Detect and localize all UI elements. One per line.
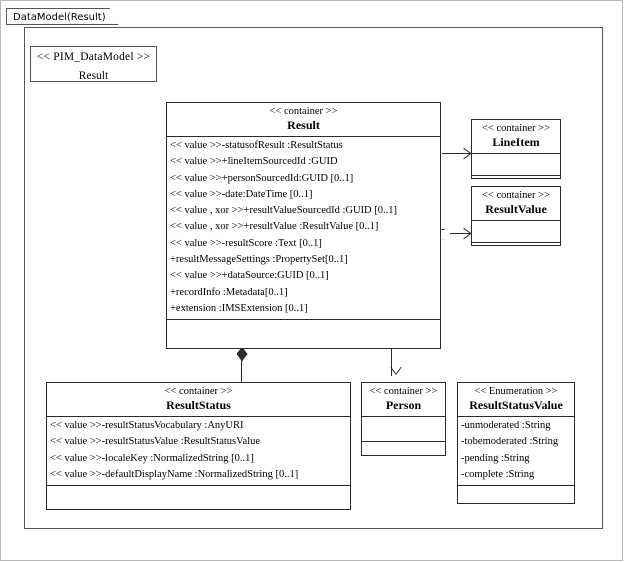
class-stereotype: << container >> [369, 386, 438, 397]
class-name: Person [385, 398, 422, 412]
class-name: ResultStatus [166, 398, 231, 412]
operation-compartment-resultstatusvalue [458, 486, 574, 506]
class-box-resultvalue[interactable]: << container >> ResultValue [471, 186, 561, 246]
connector-result-person-line [391, 349, 392, 376]
attribute-row: -pending :String [461, 452, 530, 464]
class-box-person[interactable]: << container >> Person [361, 382, 446, 456]
attribute-compartment-person [362, 417, 445, 442]
attribute-compartment-resultvalue [472, 221, 560, 243]
attribute-row: << value >>-resultScore :Text [0..1] [170, 237, 322, 249]
operation-compartment-result [167, 320, 440, 344]
package-header[interactable]: << PIM_DataModel >> Result [30, 46, 157, 82]
class-header-result: << container >> Result [167, 103, 440, 137]
class-box-resultstatusvalue[interactable]: << Enumeration >> ResultStatusValue -unm… [457, 382, 575, 504]
class-name: ResultValue [485, 202, 547, 216]
class-box-result[interactable]: << container >> Result << value >>-statu… [166, 102, 441, 349]
class-name: LineItem [492, 135, 540, 149]
operation-compartment-resultvalue [472, 243, 560, 261]
class-header-person: << container >> Person [362, 383, 445, 417]
attribute-row: << value >>+dataSource:GUID [0..1] [170, 270, 329, 282]
connector-result-lineitem-arrowhead [462, 147, 472, 160]
connector-result-resultvalue-line [449, 233, 470, 234]
attribute-compartment-lineitem [472, 154, 560, 176]
package-name: Result [78, 70, 109, 82]
connector-result-person-arrowhead [387, 366, 402, 379]
attribute-row: << value >>-resultStatusValue :ResultSta… [50, 436, 261, 448]
attribute-row: << value >>+lineItemSourcedId :GUID [170, 156, 338, 168]
class-header-resultstatus: << container >> ResultStatus [47, 383, 350, 417]
attribute-row: << value >>-localeKey :NormalizedString … [50, 452, 254, 464]
attribute-compartment-result: << value >>-statusofResult :ResultStatus… [167, 137, 440, 321]
attribute-row: << value >>-statusofResult :ResultStatus [170, 140, 343, 151]
connector-result-lineitem-line [442, 153, 470, 154]
connector-result-resultstatus-line [241, 358, 242, 382]
attribute-row: << value >>-resultStatusVocabulary :AnyU… [50, 420, 244, 431]
attribute-row: << value , xor >>+resultValue :ResultVal… [170, 221, 379, 233]
operation-compartment-resultstatus [47, 486, 350, 510]
attribute-row: << value >>-defaultDisplayName :Normaliz… [50, 468, 299, 480]
class-header-lineitem: << container >> LineItem [472, 120, 560, 154]
attribute-row: -complete :String [461, 468, 535, 480]
class-stereotype: << container >> [482, 190, 550, 201]
package-stereotype: << PIM_DataModel >> [36, 51, 151, 63]
class-stereotype: << container >> [164, 386, 233, 397]
attribute-row: << value >>+personSourcedId:GUID [0..1] [170, 172, 354, 184]
attribute-row: << value >>-date:DateTime [0..1] [170, 188, 313, 200]
class-stereotype: << container >> [482, 123, 550, 134]
class-stereotype: << container >> [269, 106, 338, 117]
attribute-row: -unmoderated :String [461, 420, 551, 431]
attribute-row: << value , xor >>+resultValueSourcedId :… [170, 205, 398, 217]
class-name: Result [287, 118, 320, 132]
attribute-row: -tobemoderated :String [461, 436, 559, 448]
attribute-row: +resultMessageSettings :PropertySet[0..1… [170, 254, 348, 266]
class-header-resultvalue: << container >> ResultValue [472, 187, 560, 221]
operation-compartment-person [362, 442, 445, 463]
class-box-lineitem[interactable]: << container >> LineItem [471, 119, 561, 179]
class-stereotype: << Enumeration >> [474, 386, 558, 397]
attribute-row: +recordInfo :Metadata[0..1] [170, 286, 288, 298]
attribute-compartment-resultstatusvalue: -unmoderated :String -tobemoderated :Str… [458, 417, 574, 487]
attribute-row: +extension :IMSExtension [0..1] [170, 302, 308, 314]
diagram-tab-label[interactable]: DataModel(Result) [6, 8, 119, 25]
attribute-compartment-resultstatus: << value >>-resultStatusVocabulary :AnyU… [47, 417, 350, 487]
class-name: ResultStatusValue [469, 398, 563, 412]
connector-result-resultvalue-arrowhead [462, 227, 472, 240]
class-header-resultstatusvalue: << Enumeration >> ResultStatusValue [458, 383, 574, 417]
class-box-resultstatus[interactable]: << container >> ResultStatus << value >>… [46, 382, 351, 510]
